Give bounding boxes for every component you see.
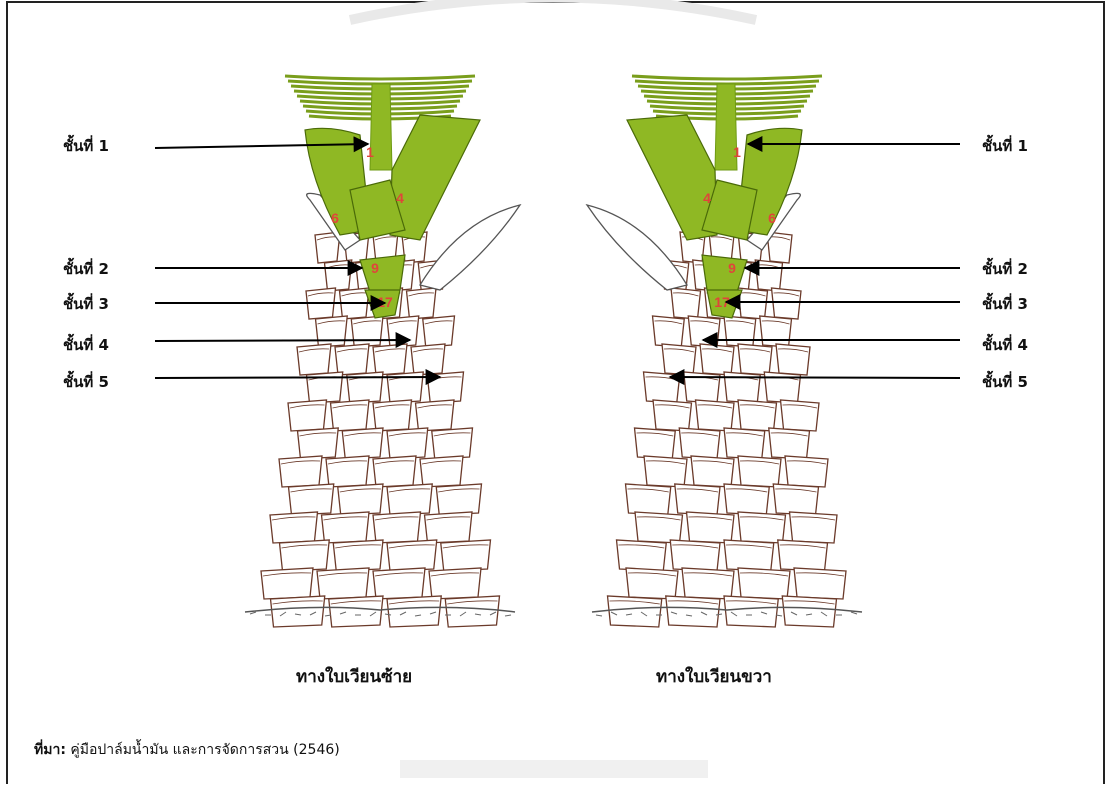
green-leaf-base <box>390 115 480 240</box>
label-left-layer-2: ชั้นที่ 2 <box>63 257 109 281</box>
green-leaf-base <box>627 115 717 240</box>
label-right-layer-3: ชั้นที่ 3 <box>982 292 1028 316</box>
caption-left-spiral: ทางใบเวียนซ้าย <box>296 663 412 690</box>
pointer-arrow <box>670 377 960 378</box>
source-text: คู่มือปาล์มน้ำมัน และการจัดการสวน (2546) <box>66 742 340 758</box>
leaf-number: 6 <box>768 210 776 226</box>
label-left-layer-3: ชั้นที่ 3 <box>63 292 109 316</box>
pointer-arrow <box>155 377 440 378</box>
leaf-number: 1 <box>366 144 374 160</box>
label-right-layer-4: ชั้นที่ 4 <box>982 333 1028 357</box>
source-prefix: ที่มา: <box>34 742 66 758</box>
leaf-number: 6 <box>331 210 339 226</box>
caption-right-spiral: ทางใบเวียนขวา <box>656 663 772 690</box>
label-right-layer-5: ชั้นที่ 5 <box>982 370 1028 394</box>
source-citation: ที่มา: คู่มือปาล์มน้ำมัน และการจัดการสวน… <box>34 739 340 761</box>
label-right-layer-1: ชั้นที่ 1 <box>982 134 1028 158</box>
leaf-number: 1 <box>733 144 741 160</box>
label-left-layer-1: ชั้นที่ 1 <box>63 134 109 158</box>
leaf-number: 9 <box>728 260 736 276</box>
label-left-layer-5: ชั้นที่ 5 <box>63 370 109 394</box>
label-right-layer-2: ชั้นที่ 2 <box>982 257 1028 281</box>
pointer-arrow <box>155 340 410 341</box>
label-left-layer-4: ชั้นที่ 4 <box>63 333 109 357</box>
leaf-number: 4 <box>396 190 404 206</box>
leaf-number: 4 <box>703 190 711 206</box>
leaf-number: 9 <box>371 260 379 276</box>
